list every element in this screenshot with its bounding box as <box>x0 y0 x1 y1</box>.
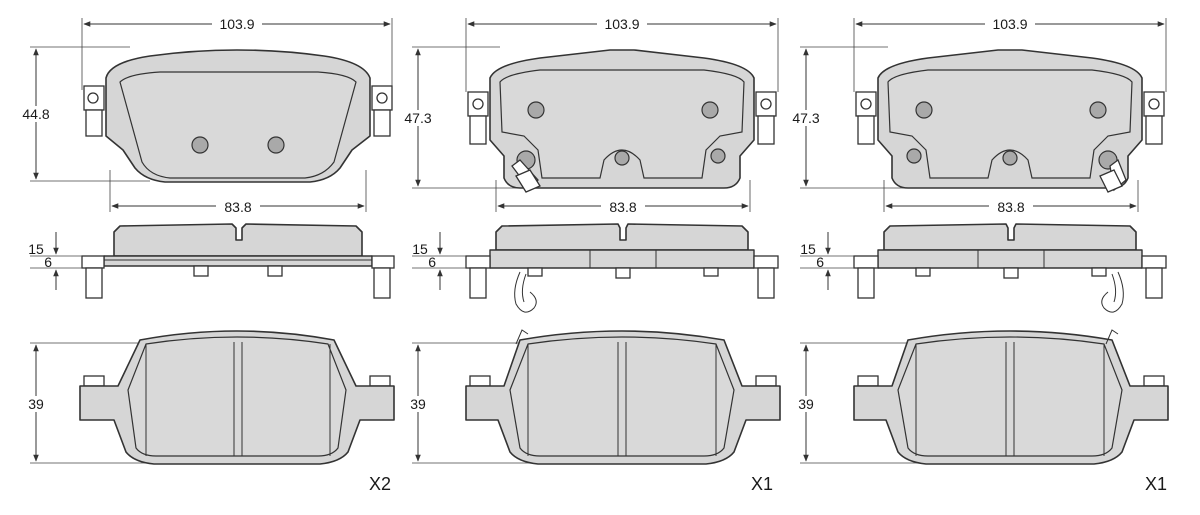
pad-1-side-view: 15 6 <box>28 223 395 299</box>
pad-1-top-view <box>83 49 393 183</box>
pad-3-top-view <box>855 49 1165 193</box>
pad-1-width-label: 103.9 <box>219 16 254 32</box>
pad-3-height-label: 47.3 <box>792 110 819 126</box>
pad-1-friction-view: 39 <box>22 330 395 465</box>
pad-1-quantity: X2 <box>369 474 391 494</box>
pad-3-friction-view: 39 <box>792 329 1169 465</box>
pad-2-width-label: 103.9 <box>604 16 639 32</box>
pad-1-height-dimension: 44.8 <box>16 46 150 182</box>
pad-2-thickness-backing: 6 <box>428 254 436 270</box>
pad-3-thickness-backing: 6 <box>816 254 824 270</box>
pad-2-group: 103.9 47.3 <box>398 15 781 494</box>
pad-1-mount-label: 83.8 <box>224 199 251 215</box>
pad-3-quantity: X1 <box>1145 474 1167 494</box>
pad-1-friction-height: 39 <box>28 396 44 412</box>
pad-2-mount-label: 83.8 <box>609 199 636 215</box>
pad-1-thickness-total: 15 <box>28 241 44 257</box>
pad-2-side-view: 15 6 <box>412 223 779 313</box>
pad-1-width-dimension: 103.9 <box>81 15 393 90</box>
pad-2-quantity: X1 <box>751 474 773 494</box>
pad-2-top-view <box>467 49 777 193</box>
pad-2-friction-height: 39 <box>410 396 426 412</box>
pad-1-thickness-backing: 6 <box>44 254 52 270</box>
pad-2-width-dimension: 103.9 <box>465 15 779 92</box>
pad-2-mount-dimension: 83.8 <box>495 180 751 215</box>
pad-3-mount-label: 83.8 <box>997 199 1024 215</box>
pad-3-group: 103.9 47.3 <box>786 15 1169 494</box>
pad-2-thickness-total: 15 <box>412 241 428 257</box>
pad-1-mount-dimension: 83.8 <box>109 170 367 215</box>
pad-1-height-label: 44.8 <box>22 106 49 122</box>
pad-3-width-dimension: 103.9 <box>853 15 1167 92</box>
pad-3-thickness-total: 15 <box>800 241 816 257</box>
pad-2-height-label: 47.3 <box>404 110 431 126</box>
pad-1-group: 103.9 44.8 83.8 <box>16 15 395 494</box>
pad-3-mount-dimension: 83.8 <box>883 180 1139 215</box>
pad-2-friction-view: 39 <box>404 329 781 465</box>
pad-3-width-label: 103.9 <box>992 16 1027 32</box>
pad-3-height-dimension: 47.3 <box>786 46 926 189</box>
pad-3-side-view: 15 6 <box>800 223 1167 313</box>
pad-3-friction-height: 39 <box>798 396 814 412</box>
